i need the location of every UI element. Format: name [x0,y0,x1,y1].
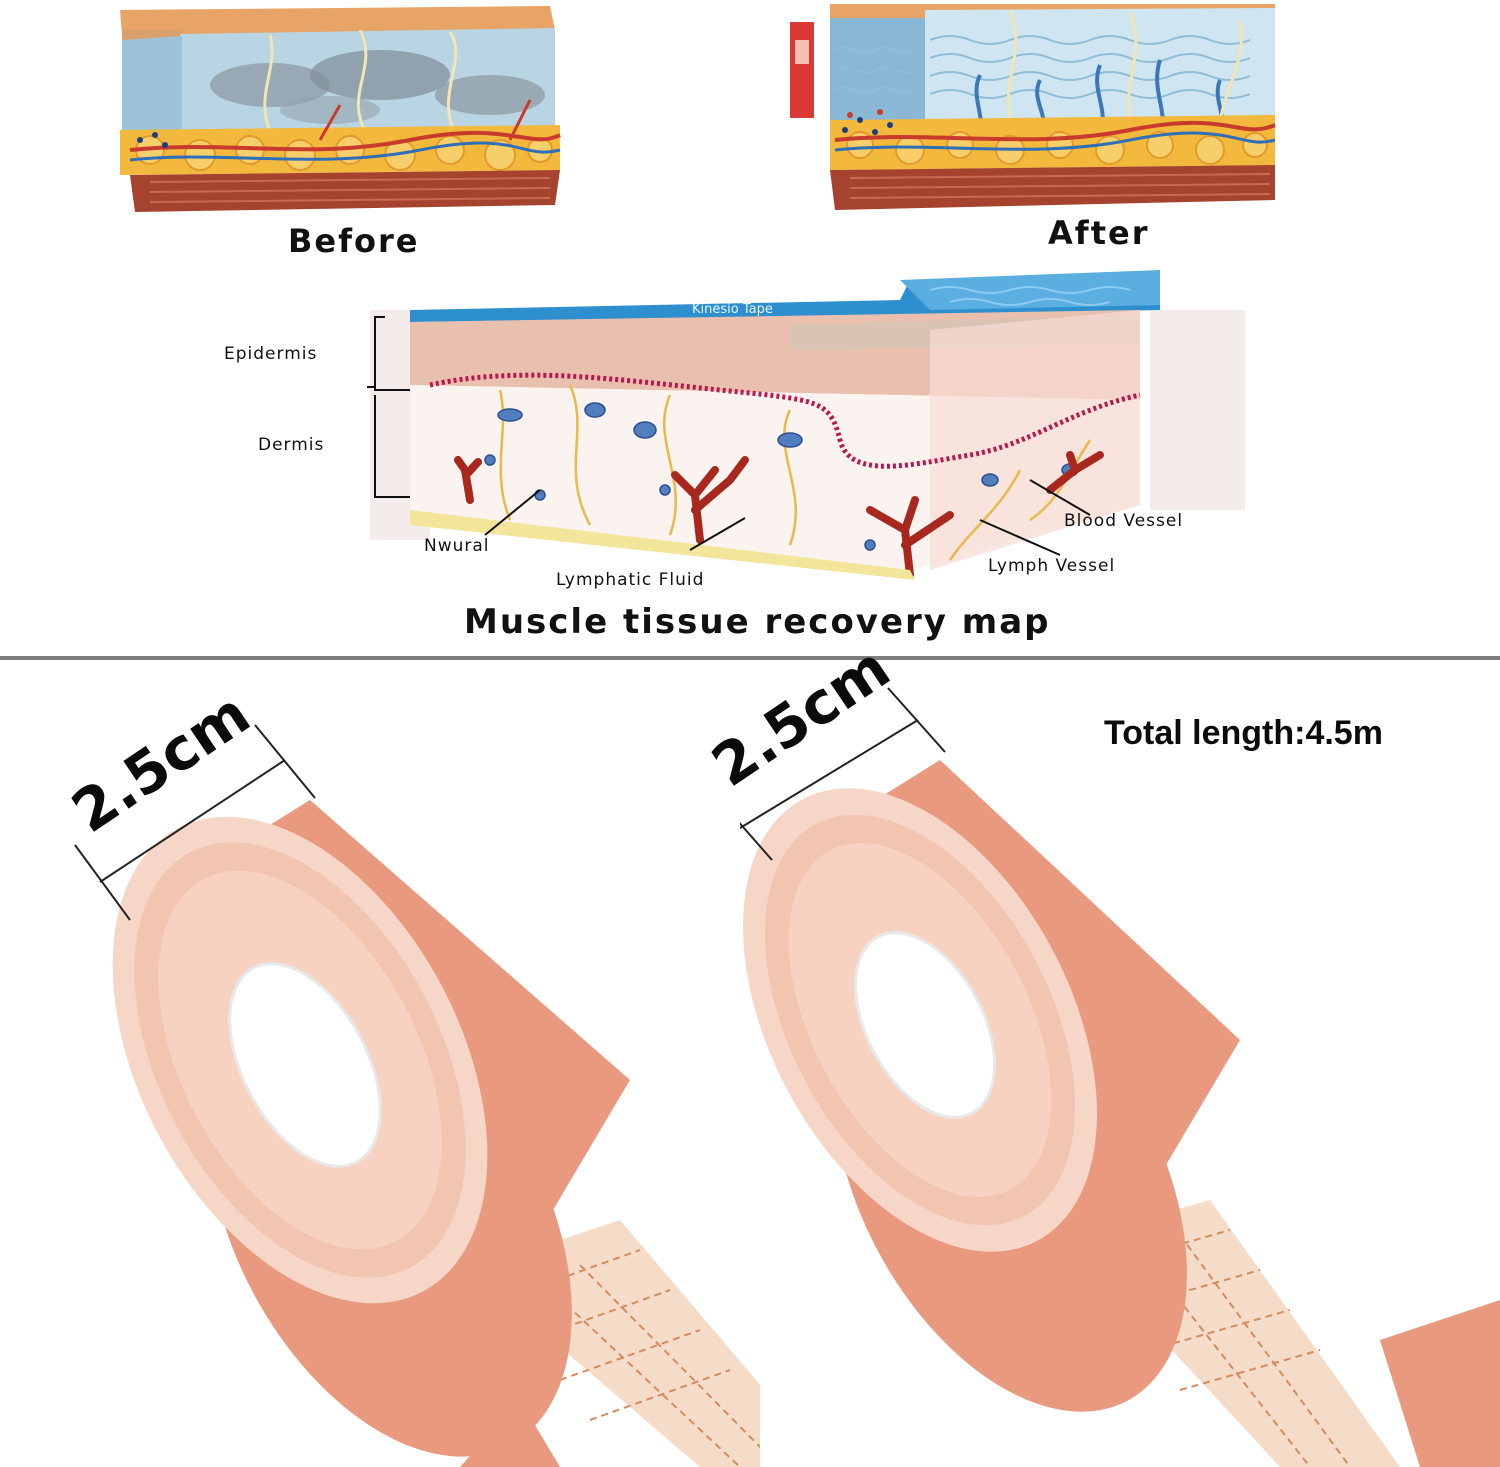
recovery-diagram-section: Before [0,0,1500,655]
label-leader-lines [484,479,1091,556]
label-blood-vessel: Blood Vessel [1064,511,1184,531]
after-label: After [1048,214,1150,252]
section-divider [0,656,1500,660]
label-epidermis: Epidermis [224,344,318,364]
after-tissue-illustration [790,4,1276,210]
label-nwural: Nwural [424,536,490,556]
tape-roll-left [74,724,760,1467]
skin-cross-section-illustration [370,270,1245,580]
label-lymphatic-fluid: Lymphatic Fluid [556,570,705,590]
tape-roll-right [740,687,1500,1467]
tape-roll-section: 2.5cm 2.5cm Total length:4.5m [0,633,1500,1467]
layer-brackets [367,316,410,498]
label-dermis: Dermis [258,435,325,455]
total-length-label: Total length:4.5m [1104,714,1383,752]
before-tissue-illustration [120,6,561,212]
before-label: Before [288,222,420,260]
label-kinesio-tape: Kinesio Tape [692,302,773,317]
diagram-title: Muscle tissue recovery map [464,602,1051,642]
label-lymph-vessel: Lymph Vessel [988,556,1116,576]
